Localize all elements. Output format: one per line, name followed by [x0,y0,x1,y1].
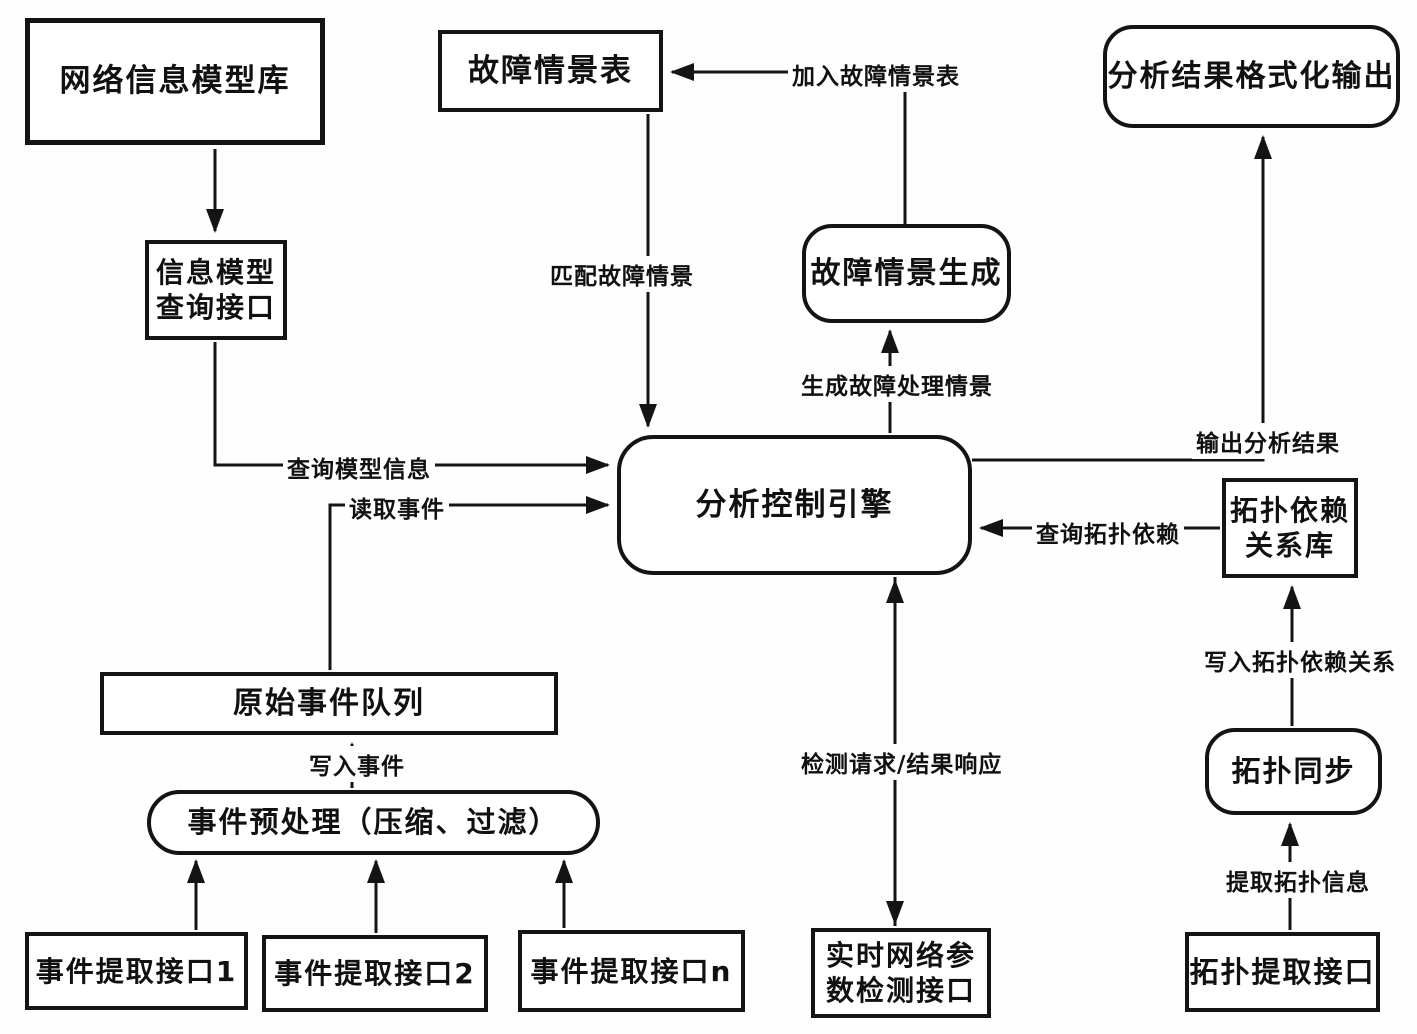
node-label: 拓扑提取接口 [1189,954,1376,989]
node-label: 分析控制引擎 [695,486,894,523]
node-label: 分析结果格式化输出 [1107,58,1396,94]
node-network-info-model-library: 网络信息模型库 [25,18,325,145]
node-topology-dependency-library: 拓扑依赖 关系库 [1222,478,1358,578]
node-label: 事件提取接口n [530,954,733,988]
node-label-line2: 数检测接口 [825,974,976,1007]
edge-label-detect-request-response: 检测请求/结果响应 [797,744,1007,780]
node-event-extract-interface-n: 事件提取接口n [518,930,745,1012]
node-label: 网络信息模型库 [59,63,291,100]
edge-label-query-topology-dependency: 查询拓扑依赖 [1032,514,1184,550]
node-event-extract-interface-2: 事件提取接口2 [262,935,488,1012]
node-label: 拓扑同步 [1231,754,1356,789]
node-label: 事件提取接口1 [35,954,238,988]
node-label-line2: 查询接口 [155,291,276,324]
node-label: 原始事件队列 [233,685,425,721]
node-event-preprocessing: 事件预处理（压缩、过滤） [147,790,600,855]
edge-label-add-fault-scenario: 加入故障情景表 [788,56,964,92]
node-analysis-result-output: 分析结果格式化输出 [1103,25,1400,128]
node-event-extract-interface-1: 事件提取接口1 [25,932,248,1010]
edge-label-match-fault-scenario: 匹配故障情景 [546,256,698,292]
edge-label-write-event: 写入事件 [305,746,409,782]
node-label-line1: 拓扑依赖 [1229,494,1350,527]
edge-queue-to-engine-read-event [328,496,610,670]
node-analysis-control-engine: 分析控制引擎 [617,435,972,575]
edge-label-generate-fault-scenario: 生成故障处理情景 [797,366,997,402]
node-label-line1: 信息模型 [155,256,276,289]
edge-gen-to-scenario-table [670,63,907,226]
edge-label-write-topology-dependency: 写入拓扑依赖关系 [1200,642,1400,678]
edge-label-query-model-info: 查询模型信息 [283,449,435,485]
node-realtime-network-param-interface: 实时网络参 数检测接口 [811,928,991,1018]
node-raw-event-queue: 原始事件队列 [100,672,558,735]
node-info-model-query-interface: 信息模型 查询接口 [145,240,287,340]
node-label: 事件预处理（压缩、过滤） [187,805,560,840]
node-fault-scenario-table: 故障情景表 [438,30,663,112]
edge-label-extract-topology-info: 提取拓扑信息 [1222,862,1374,898]
node-label: 故障情景生成 [810,255,1003,291]
edge-label-read-event: 读取事件 [345,489,449,525]
edge-engine-to-analysis-output [972,135,1272,462]
edge-label-output-analysis-result: 输出分析结果 [1192,423,1344,459]
node-fault-scenario-generation: 故障情景生成 [802,224,1011,323]
node-topology-extract-interface: 拓扑提取接口 [1185,932,1380,1012]
node-label: 事件提取接口2 [274,957,476,990]
node-label-line1: 实时网络参 [825,939,976,972]
edge-query-iface-to-engine [213,342,610,474]
node-label-line2: 关系库 [1244,529,1335,562]
node-topology-sync: 拓扑同步 [1205,728,1382,815]
node-label: 故障情景表 [468,52,633,89]
